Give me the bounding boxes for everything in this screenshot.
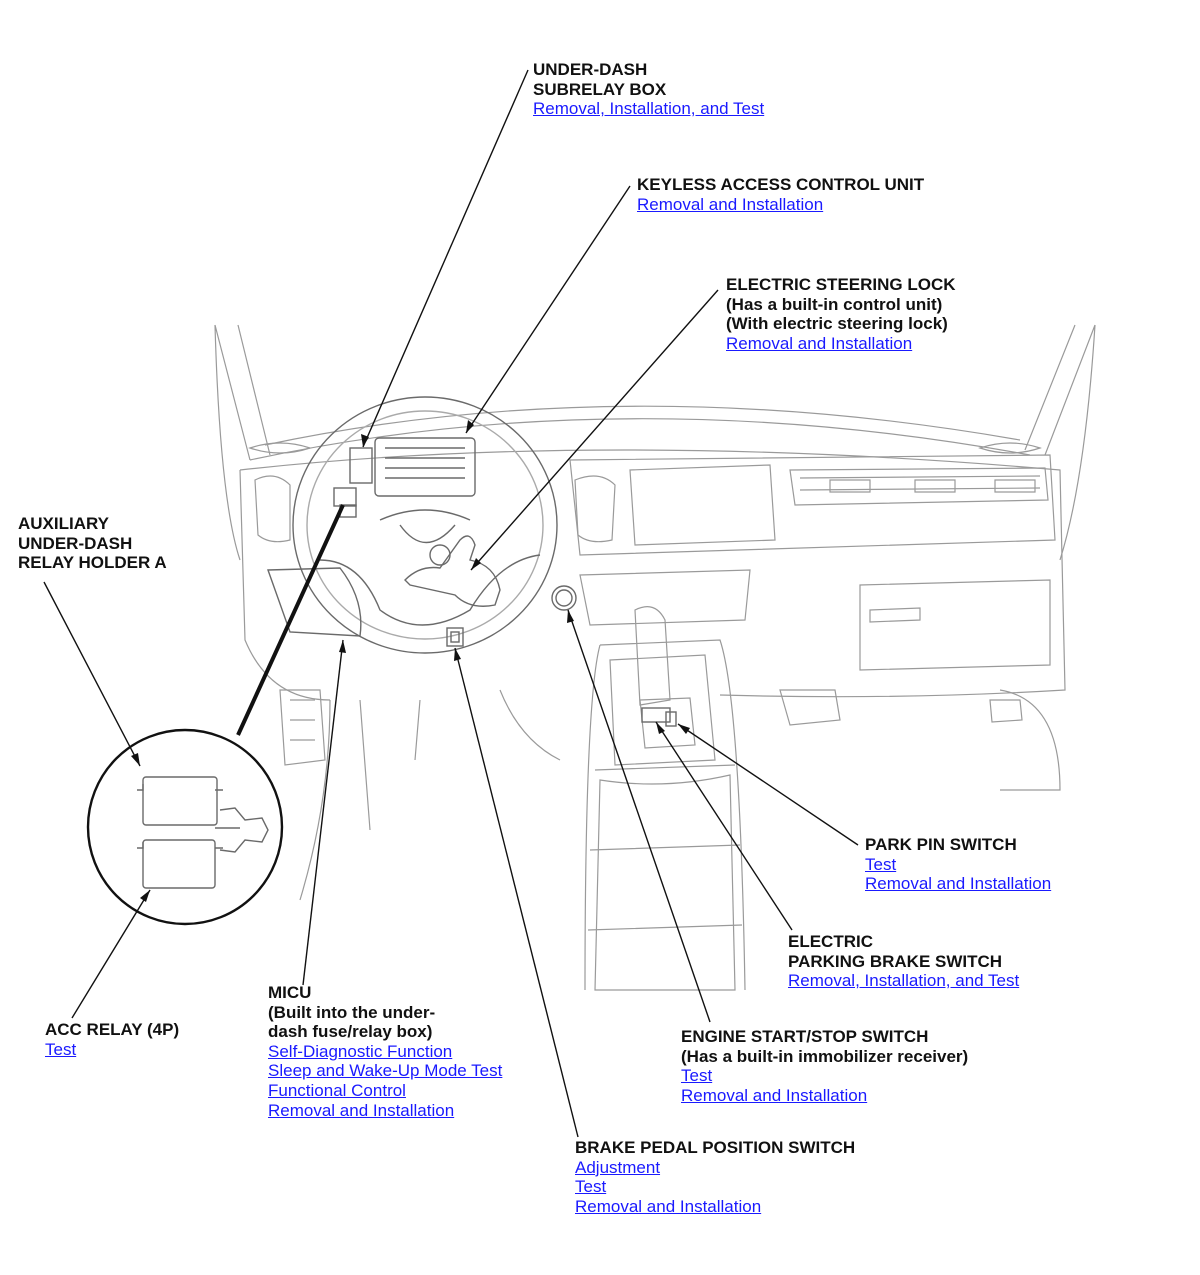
link-sleep-wake-up-mode-test[interactable]: Sleep and Wake-Up Mode Test [268, 1061, 503, 1081]
relay-holder-zoom [86, 504, 345, 926]
callout-brake-pedal-position-switch: BRAKE PEDAL POSITION SWITCH Adjustment T… [575, 1138, 855, 1216]
callout-under-dash-subrelay-box: UNDER-DASH SUBRELAY BOX Removal, Install… [533, 60, 764, 119]
callout-electric-parking-brake-switch: ELECTRIC PARKING BRAKE SWITCH Removal, I… [788, 932, 1019, 991]
micu-drawing [267, 567, 362, 637]
link-removal-installation[interactable]: Removal and Installation [865, 874, 1052, 894]
link-removal-installation[interactable]: Removal and Installation [637, 194, 824, 214]
link-test[interactable]: Test [681, 1066, 713, 1086]
callout-title: BRAKE PEDAL POSITION SWITCH [575, 1138, 856, 1157]
link-removal-installation-test[interactable]: Removal, Installation, and Test [788, 971, 1020, 991]
callout-title: UNDER-DASH SUBRELAY BOX [533, 60, 667, 99]
callout-title: AUXILIARY UNDER-DASH RELAY HOLDER A [18, 514, 167, 573]
dashboard-body [239, 442, 1066, 701]
start-stop-drawing [551, 585, 577, 611]
steering-lock-drawing [404, 535, 501, 607]
epb-switch-drawing [641, 707, 677, 727]
brake-switch-drawing [446, 627, 464, 647]
link-adjustment[interactable]: Adjustment [575, 1157, 661, 1177]
leader-lines [43, 69, 859, 1138]
link-test[interactable]: Test [865, 854, 897, 874]
link-removal-installation-test[interactable]: Removal, Installation, and Test [533, 99, 765, 119]
callout-keyless-access-control-unit: KEYLESS ACCESS CONTROL UNIT Removal and … [637, 175, 924, 214]
callout-auxiliary-relay-holder: AUXILIARY UNDER-DASH RELAY HOLDER A [18, 514, 167, 573]
callout-engine-start-stop-switch: ENGINE START/STOP SWITCH (Has a built-in… [681, 1027, 968, 1105]
link-removal-installation[interactable]: Removal and Installation [681, 1085, 868, 1105]
link-removal-installation[interactable]: Removal and Installation [575, 1196, 762, 1216]
link-functional-control[interactable]: Functional Control [268, 1080, 406, 1100]
link-test[interactable]: Test [45, 1039, 77, 1059]
callout-acc-relay: ACC RELAY (4P) Test [45, 1020, 179, 1059]
callout-title: KEYLESS ACCESS CONTROL UNIT [637, 175, 925, 194]
link-test[interactable]: Test [575, 1177, 607, 1197]
link-self-diagnostic-function[interactable]: Self-Diagnostic Function [268, 1041, 453, 1061]
callout-title: ELECTRIC STEERING LOCK (Has a built-in c… [726, 275, 956, 334]
link-removal-installation[interactable]: Removal and Installation [726, 333, 913, 353]
callout-electric-steering-lock: ELECTRIC STEERING LOCK (Has a built-in c… [726, 275, 956, 353]
steering-wheel [292, 396, 558, 654]
callout-micu: MICU (Built into the under- dash fuse/re… [268, 983, 502, 1120]
callout-title: ACC RELAY (4P) [45, 1020, 180, 1039]
leader-arrowheads [131, 420, 690, 902]
center-console [584, 606, 746, 991]
callout-title: ELECTRIC PARKING BRAKE SWITCH [788, 932, 1003, 971]
callout-title: MICU (Built into the under- dash fuse/re… [268, 983, 436, 1042]
windshield-frame [214, 324, 1096, 561]
keyless-unit-drawing [374, 437, 476, 497]
callout-title: PARK PIN SWITCH [865, 835, 1017, 854]
link-removal-installation[interactable]: Removal and Installation [268, 1100, 455, 1120]
callout-title: ENGINE START/STOP SWITCH (Has a built-in… [681, 1027, 969, 1066]
floor-outline [279, 689, 1061, 901]
callout-park-pin-switch: PARK PIN SWITCH Test Removal and Install… [865, 835, 1051, 894]
